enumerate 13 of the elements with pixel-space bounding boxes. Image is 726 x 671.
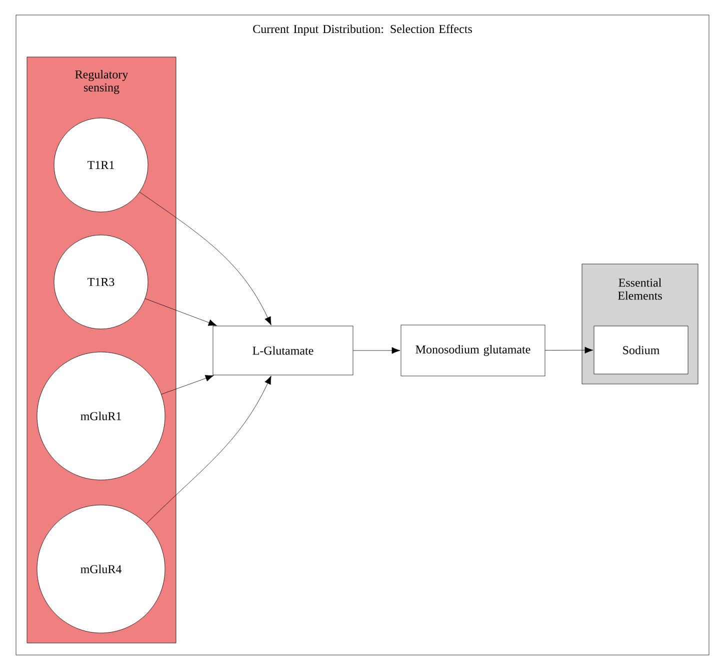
arrow — [146, 376, 272, 524]
circle-node: mGluR1 — [36, 352, 166, 480]
circle-node: T1R3 — [54, 234, 148, 330]
arrow — [161, 375, 214, 394]
process-box: Sodium — [594, 326, 688, 374]
circle-node: T1R1 — [54, 118, 148, 212]
arrow — [139, 192, 272, 326]
arrow — [353, 347, 400, 354]
circle-node: mGluR4 — [36, 504, 166, 634]
process-box: L-Glutamate — [212, 326, 354, 376]
process-box: Monosodium glutamate — [400, 324, 546, 376]
arrow — [144, 298, 217, 326]
arrow — [545, 346, 594, 354]
